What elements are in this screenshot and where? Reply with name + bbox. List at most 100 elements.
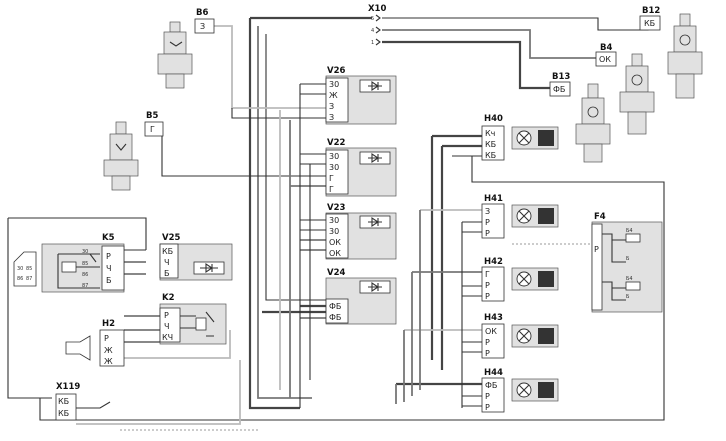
b5-label: B5 — [146, 111, 158, 121]
h2-pin-1: Р — [104, 334, 109, 343]
lamp-icon — [511, 126, 559, 150]
k5-term-86: 86 — [82, 272, 88, 278]
f4-fuse-2-label: Б — [626, 256, 630, 262]
v24-label: V24 — [327, 268, 345, 278]
h2-label: H2 — [102, 319, 115, 329]
module-v22: V22 30 30 Г Г — [325, 138, 397, 197]
b12-label: B12 — [642, 6, 660, 16]
sensor-b12: B12 КБ — [639, 6, 703, 99]
v25-pin-1: КБ — [162, 247, 173, 256]
h2-pin-3: Ж — [104, 357, 113, 366]
fuse-icon — [625, 233, 641, 243]
fuse-icon — [625, 281, 641, 291]
b6-label: B6 — [196, 8, 208, 18]
v26-pin-2: Ж — [329, 91, 338, 100]
b6-pin: З — [200, 22, 205, 31]
h43-pin-3: Р — [485, 349, 490, 358]
connector-x119: X119 КБ КБ — [55, 382, 80, 421]
k5-term-87: 87 — [82, 283, 88, 289]
lamp-icon — [511, 378, 559, 402]
socket-term-30: 30 — [17, 266, 23, 272]
h44-label: H44 — [484, 368, 503, 378]
k5-pin-3: Б — [106, 276, 112, 285]
x10-label: X10 — [368, 4, 386, 14]
f4-fuse-1-label: Б4 — [626, 228, 633, 234]
v23-pin-1: 30 — [329, 216, 339, 225]
relay-coil-icon — [195, 317, 207, 331]
v25-label: V25 — [162, 233, 180, 243]
v24-pin-2: ФБ — [329, 313, 341, 322]
lamp-icon — [511, 204, 559, 228]
h41-label: H41 — [484, 194, 503, 204]
module-v23: V23 30 30 ОК ОК — [325, 203, 397, 260]
f4-fuse-4-label: Б — [626, 294, 630, 300]
sensor-b5: B5 Г — [103, 111, 164, 191]
v26-pin-4: З — [329, 113, 334, 122]
h43-pin-1: ОК — [485, 327, 497, 336]
h42-pin-3: Р — [485, 292, 490, 301]
h41-pin-2: Р — [485, 218, 490, 227]
sensor-b6: B6 З — [157, 8, 215, 89]
pressure-sensor-icon — [619, 53, 655, 135]
x119-label: X119 — [56, 382, 80, 392]
relay-k2: K2 Р Ч КЧ — [159, 293, 227, 345]
f4-label: F4 — [594, 212, 606, 222]
v24-pin-1: ФБ — [329, 302, 341, 311]
v26-pin-1: 30 — [329, 80, 339, 89]
v26-pin-3: З — [329, 102, 334, 111]
h43-label: H43 — [484, 313, 503, 323]
v22-pin-1: 30 — [329, 152, 339, 161]
k2-pin-1: Р — [164, 311, 169, 320]
lamp-icon — [511, 267, 559, 291]
k2-pin-3: КЧ — [162, 333, 173, 342]
h44-pin-3: Р — [485, 403, 490, 412]
k5-term-85: 85 — [82, 261, 88, 267]
f4-pin: Р — [594, 245, 599, 254]
relay-socket-icon: 30 85 86 87 — [13, 251, 37, 287]
module-v25: V25 КБ Ч Б — [159, 233, 233, 281]
v25-pin-2: Ч — [164, 258, 169, 267]
k5-pin-2: Ч — [106, 264, 111, 273]
v23-pin-4: ОК — [329, 249, 341, 258]
lamp-h41: H41 З Р Р — [481, 194, 559, 239]
pressure-sensor-icon — [157, 21, 193, 89]
b12-pin: КБ — [644, 19, 655, 28]
pressure-sensor-icon — [103, 121, 139, 191]
v23-label: V23 — [327, 203, 345, 213]
pressure-sensor-icon — [575, 83, 611, 163]
b13-pin: ФБ — [553, 85, 565, 94]
x119-pin-2: КБ — [58, 409, 69, 418]
lamp-h44: H44 ФБ Р Р — [481, 368, 559, 413]
k5-term-30: 30 — [82, 249, 88, 255]
h2-pin-2: Ж — [104, 346, 113, 355]
v22-pin-2: 30 — [329, 163, 339, 172]
v23-pin-2: 30 — [329, 227, 339, 236]
buzzer-h2: H2 Р Ж Ж — [65, 319, 125, 367]
module-v26: V26 30 Ж З З — [325, 66, 397, 125]
relay-k5: K5 Р Ч Б 30 85 86 87 30 85 86 87 — [13, 233, 125, 293]
h41-pin-1: З — [485, 207, 490, 216]
h42-pin-2: Р — [485, 281, 490, 290]
k5-pin-1: Р — [106, 252, 111, 261]
b6-pin-box — [194, 18, 215, 34]
f4-fuse-3-label: Б4 — [626, 276, 633, 282]
diode-icon — [368, 80, 382, 92]
lamp-h42: H42 Г Р Р — [481, 257, 559, 302]
module-v24: V24 ФБ ФБ — [325, 268, 397, 325]
lamp-h43: H43 ОК Р Р — [481, 313, 559, 359]
h40-pin-2: КБ — [485, 140, 496, 149]
k2-pin-2: Ч — [164, 322, 169, 331]
v22-pin-4: Г — [329, 185, 334, 194]
x10-pin-1: 1 — [371, 40, 374, 46]
socket-term-85: 85 — [26, 266, 32, 272]
v26-label: V26 — [327, 66, 345, 76]
diode-icon — [368, 216, 382, 228]
v22-pin-3: Г — [329, 174, 334, 183]
h41-pin-3: Р — [485, 229, 490, 238]
b5-pin: Г — [150, 125, 155, 134]
x119-pin-1: КБ — [58, 397, 69, 406]
b4-label: B4 — [600, 43, 612, 53]
pressure-sensor-icon — [667, 13, 703, 99]
sensor-b4: B4 ОК — [595, 43, 655, 135]
h42-pin-1: Г — [485, 270, 490, 279]
